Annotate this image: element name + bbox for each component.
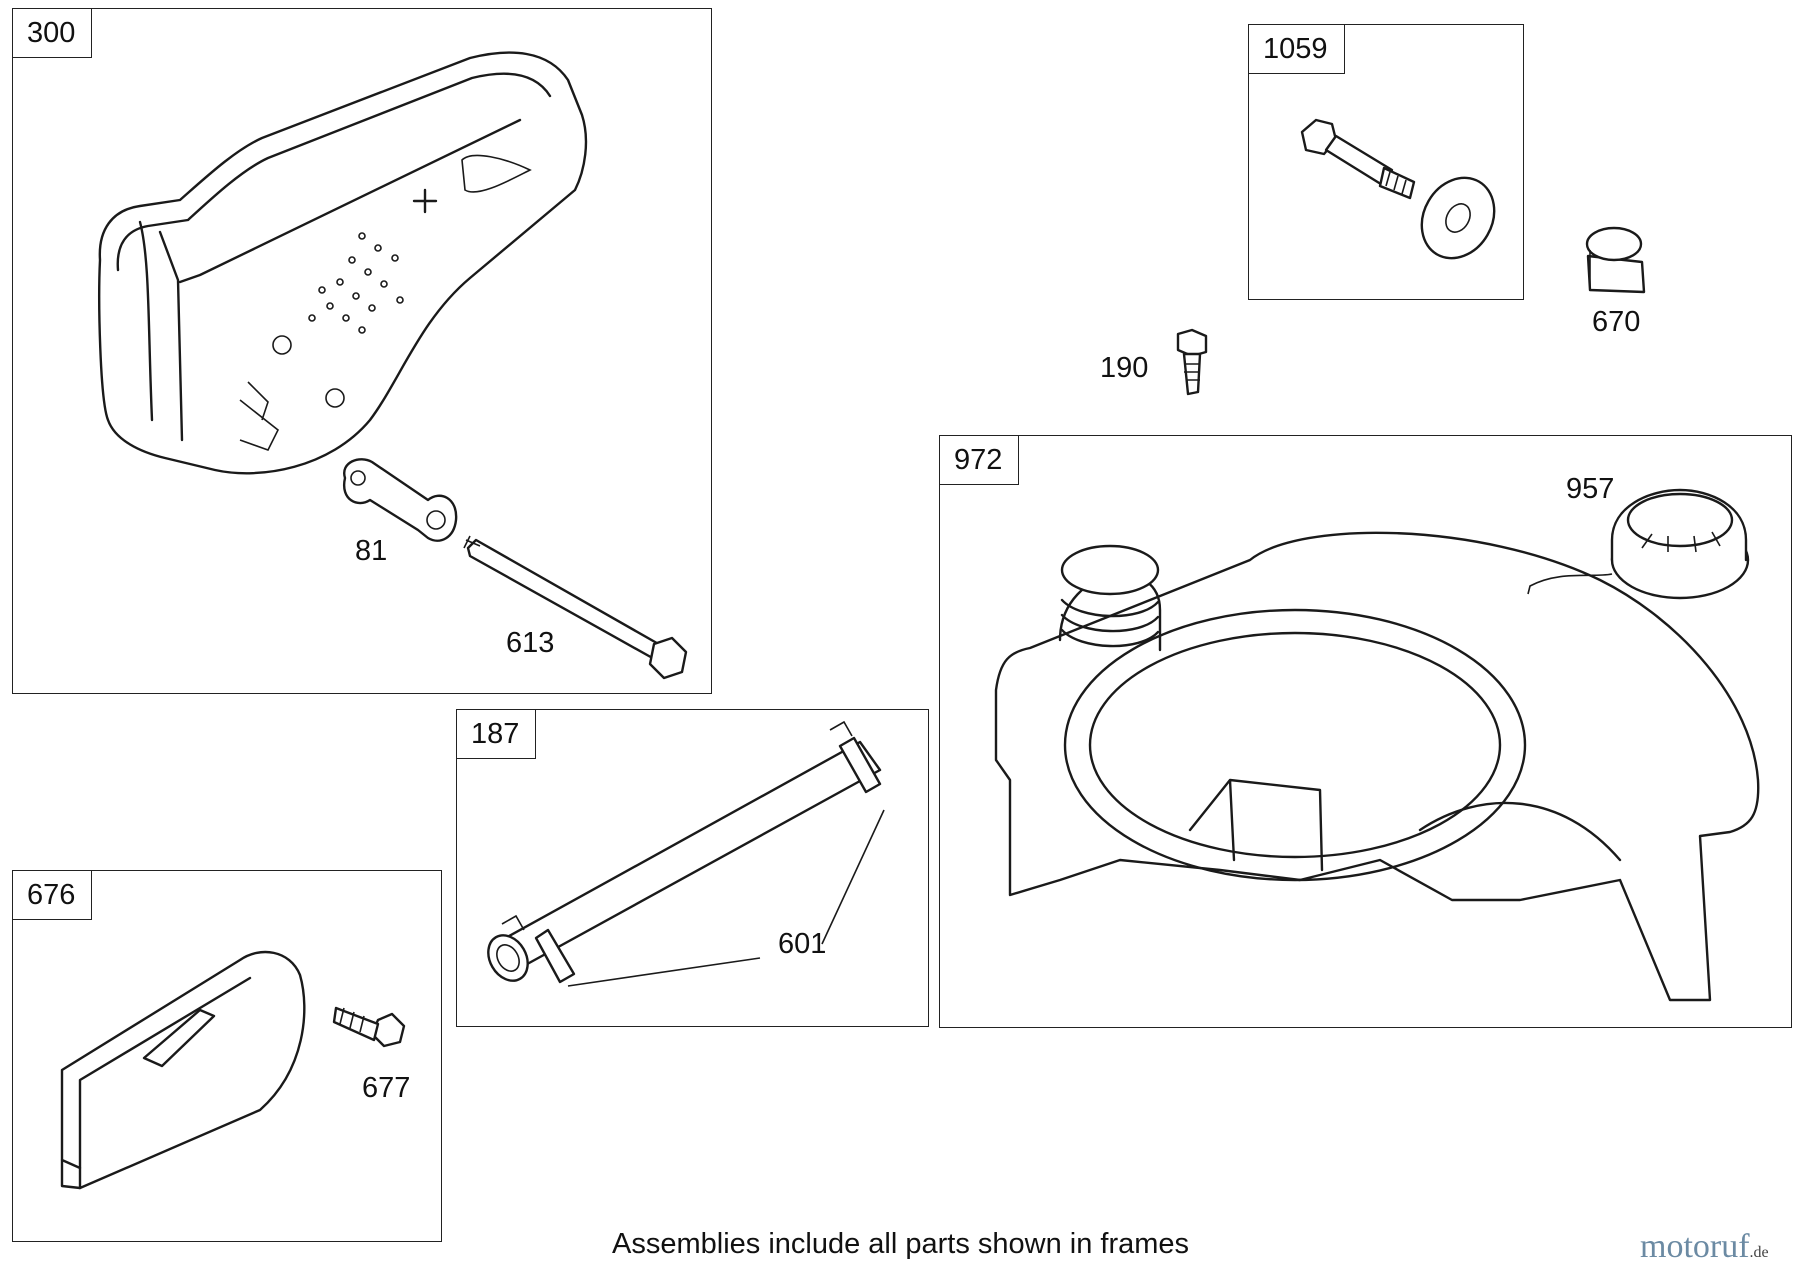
frame-bolt-kit: 1059: [1248, 24, 1524, 300]
callout-muffler-bolt: 613: [506, 627, 555, 659]
frame-fuel-line: 187: [456, 709, 929, 1027]
fuel-hose-drawing: [487, 720, 885, 987]
frame-tag-fuel-tank: 972: [940, 436, 1020, 485]
screw-190-drawing: [1176, 328, 1208, 396]
deflector-drawing: [60, 950, 306, 1190]
callout-deflector-screw: 677: [362, 1072, 411, 1104]
frame-tag-muffler: 300: [13, 9, 93, 58]
fuel-tank-drawing: [994, 531, 1760, 1002]
bushing-drawing: [1585, 226, 1646, 294]
frame-tag-fuel-line: 187: [457, 710, 537, 759]
frame-deflector: 676: [12, 870, 442, 1242]
footer-note: Assemblies include all parts shown in fr…: [612, 1228, 1190, 1260]
watermark-brand: motoruf: [1640, 1228, 1750, 1265]
callout-screen-plate: 81: [355, 535, 388, 567]
frame-tag-deflector: 676: [13, 871, 93, 920]
frame-tag-bolt-kit: 1059: [1249, 25, 1345, 74]
screen-plate-drawing: [342, 458, 458, 542]
muffler-drawing: [98, 51, 588, 475]
watermark-suffix: .de: [1749, 1244, 1769, 1261]
callout-fuel-hose: 601: [778, 928, 827, 960]
callout-screw: 190: [1100, 352, 1149, 384]
callout-bushing: 670: [1592, 306, 1641, 338]
shoulder-bolt-drawing: [1300, 118, 1416, 200]
muffler-bolt-drawing: [463, 535, 688, 680]
frame-muffler: 300: [12, 8, 712, 694]
watermark: motoruf.de: [1640, 1228, 1769, 1266]
callout-fuel-cap: 957: [1566, 473, 1615, 505]
deflector-screw-drawing: [332, 1006, 406, 1048]
fuel-cap-drawing: [1527, 488, 1750, 600]
frame-fuel-tank: 972: [939, 435, 1792, 1028]
washer-drawing: [1420, 176, 1496, 260]
